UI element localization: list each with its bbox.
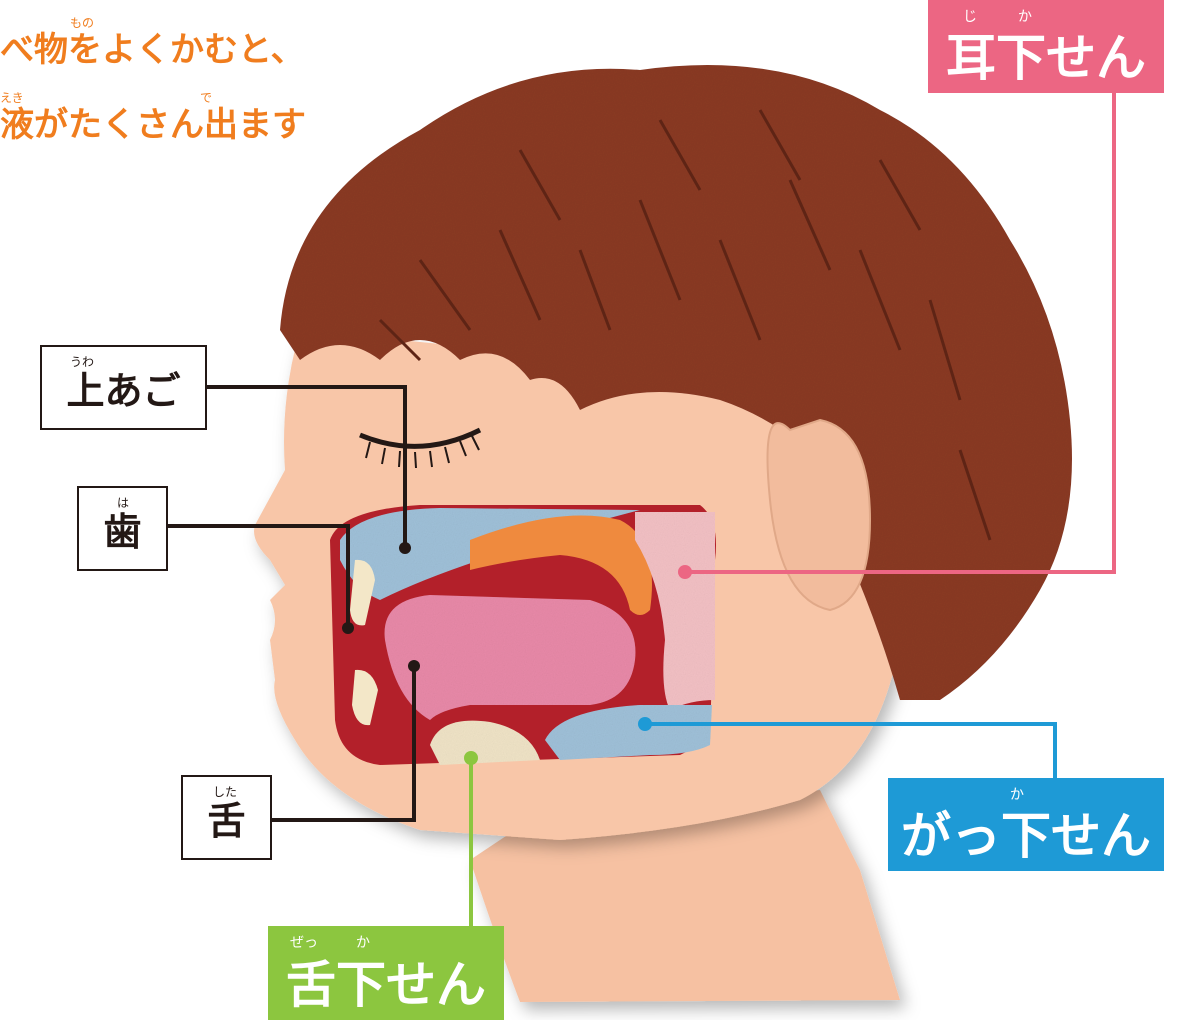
- label-teeth: は 歯: [77, 486, 168, 571]
- tag-sublingual-gland: ぜっ か 舌下せん: [268, 926, 504, 1020]
- headline-text-1: べ物をよくかむと、: [0, 30, 305, 70]
- label-upper-palate-ruby: うわ: [70, 353, 94, 370]
- tag-parotid-ruby-ji: じ: [963, 6, 977, 26]
- tongue-shape: [385, 595, 636, 720]
- tag-parotid-gland: じ か 耳下せん: [928, 0, 1164, 93]
- headline-text-2: 液がたくさん出ます: [0, 105, 306, 145]
- headline-ruby-mono: もの: [70, 17, 94, 29]
- tag-sublingual-ruby-ze: ぜっ: [290, 932, 318, 952]
- tag-submandibular-gland: か がっ下せん: [888, 778, 1164, 871]
- tag-parotid-ruby-ka: か: [1018, 6, 1032, 26]
- headline-line-1: もの べ物をよくかむと、: [0, 33, 305, 67]
- headline-line-2: えき で 液がたくさん出ます: [0, 108, 306, 142]
- tag-sublingual-ruby-ka: か: [356, 932, 370, 952]
- label-upper-palate: うわ 上あご: [40, 345, 207, 430]
- pointer-dot-sublingual: [464, 751, 478, 765]
- pointer-dot-parotid: [678, 565, 692, 579]
- pointer-dot-palate: [399, 542, 411, 554]
- headline-ruby-eki: えき: [0, 92, 24, 104]
- tag-parotid-text: 耳下せん: [946, 33, 1146, 93]
- pointer-dot-teeth: [342, 622, 354, 634]
- label-teeth-ruby: は: [117, 494, 129, 511]
- label-tongue-ruby: した: [213, 783, 237, 800]
- tag-submandibular-ruby-ka: か: [1010, 784, 1024, 804]
- headline-ruby-de: で: [200, 92, 212, 104]
- tag-sublingual-text: 舌下せん: [286, 960, 486, 1020]
- pointer-dot-tongue: [408, 660, 420, 672]
- pointer-dot-submandibular: [638, 717, 652, 731]
- label-tongue: した 舌: [181, 775, 272, 860]
- tag-submandibular-text: がっ下せん: [901, 811, 1151, 871]
